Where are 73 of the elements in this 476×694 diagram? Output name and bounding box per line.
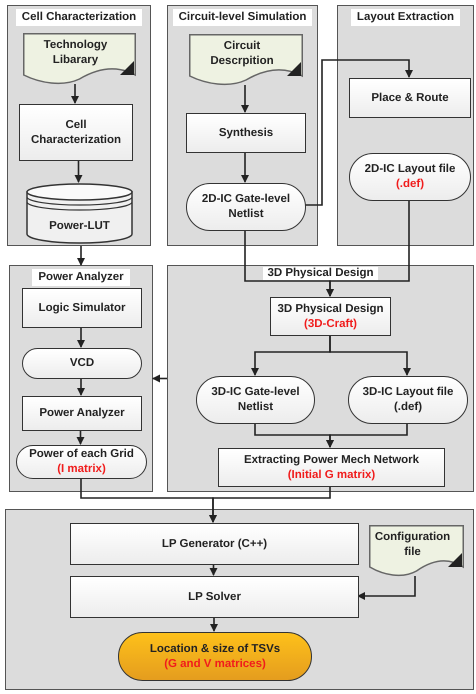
node-label: Location & size of TSVs: [150, 642, 280, 656]
process-box: [70, 576, 359, 618]
connector-arrow: [76, 430, 84, 445]
connector-arrow: [326, 200, 410, 297]
connector-arrow: [77, 327, 85, 348]
node-label: 3D-IC Layout file (.def): [362, 385, 454, 415]
section-title: 3D Physical Design: [263, 267, 378, 280]
data-terminal: [22, 348, 142, 379]
node-subtitle: (G and V matrices): [164, 656, 266, 672]
node-label: Cell Characterization: [30, 118, 122, 148]
node-label: Configuration file: [374, 530, 450, 560]
node-label: Power-LUT: [49, 218, 110, 234]
node-label: Extracting Power Mech Network: [244, 452, 420, 468]
section-panel: [167, 5, 318, 246]
node-label: 3D-IC Gate-level Netlist: [210, 385, 301, 415]
connector-arrow: [74, 160, 82, 183]
section-panel: [337, 5, 474, 246]
node-label: Power Analyzer: [39, 406, 125, 421]
process-box: [19, 104, 133, 161]
section-panel: [167, 265, 474, 492]
connector-arrow: [71, 84, 79, 104]
node-label: Circuit Descrpition: [209, 39, 275, 69]
section-title: Layout Extraction: [350, 9, 460, 26]
node-label: Logic Simulator: [38, 300, 126, 316]
database-cylinder: [26, 183, 133, 243]
node-label: Power of each Grid: [29, 447, 134, 462]
process-box: [70, 523, 359, 565]
process-box: [270, 297, 391, 336]
data-terminal: [186, 183, 306, 231]
node-label: Place & Route: [371, 90, 449, 106]
process-box: [22, 288, 142, 328]
section-title: Circuit-level Simulation: [172, 9, 312, 26]
connector-arrow: [241, 152, 249, 183]
node-label: LP Solver: [188, 590, 241, 604]
node-label: 3D Physical Design: [277, 302, 384, 316]
connector-arrow: [77, 378, 85, 396]
connector-arrow: [210, 564, 218, 576]
data-terminal: [16, 445, 147, 479]
connector-arrow: [357, 576, 416, 600]
node-label: LP Generator (C++): [162, 536, 268, 552]
process-box: [218, 448, 445, 487]
connector-arrow: [326, 423, 408, 448]
result-terminal: [118, 632, 312, 681]
node-subtitle: (I matrix): [57, 462, 106, 477]
process-box: [349, 78, 471, 118]
node-label: VCD: [70, 356, 94, 371]
document-shape: [189, 34, 303, 86]
node-label: 2D-IC Layout file: [364, 162, 456, 177]
connector-arrow: [152, 374, 167, 382]
connector-arrow: [77, 246, 85, 266]
connector-arrow: [305, 59, 413, 206]
data-terminal: [196, 376, 315, 424]
node-label: Synthesis: [218, 126, 274, 140]
node-label: 2D-IC Gate-level Netlist: [200, 192, 292, 222]
document-shape: [23, 33, 136, 85]
node-subtitle: (Initial G matrix): [288, 468, 376, 482]
section-title: Power Analyzer: [32, 269, 130, 286]
connector-arrow: [241, 85, 249, 113]
connector-arrow: [210, 617, 218, 632]
process-box: [22, 396, 142, 431]
process-box: [186, 113, 306, 153]
section-panel: [9, 265, 153, 492]
section-panel: [7, 5, 151, 246]
data-terminal: [348, 376, 468, 424]
connector-arrow: [329, 335, 411, 376]
node-subtitle: (3D-Craft): [304, 316, 358, 332]
section-title: Cell Characterization: [16, 9, 142, 26]
node-label: Technology Libarary: [42, 38, 108, 68]
data-terminal: [349, 153, 471, 201]
node-subtitle: (.def): [396, 177, 424, 192]
document-shape: [369, 525, 464, 577]
section-panel: [5, 509, 474, 690]
connector-arrow: [209, 486, 331, 523]
